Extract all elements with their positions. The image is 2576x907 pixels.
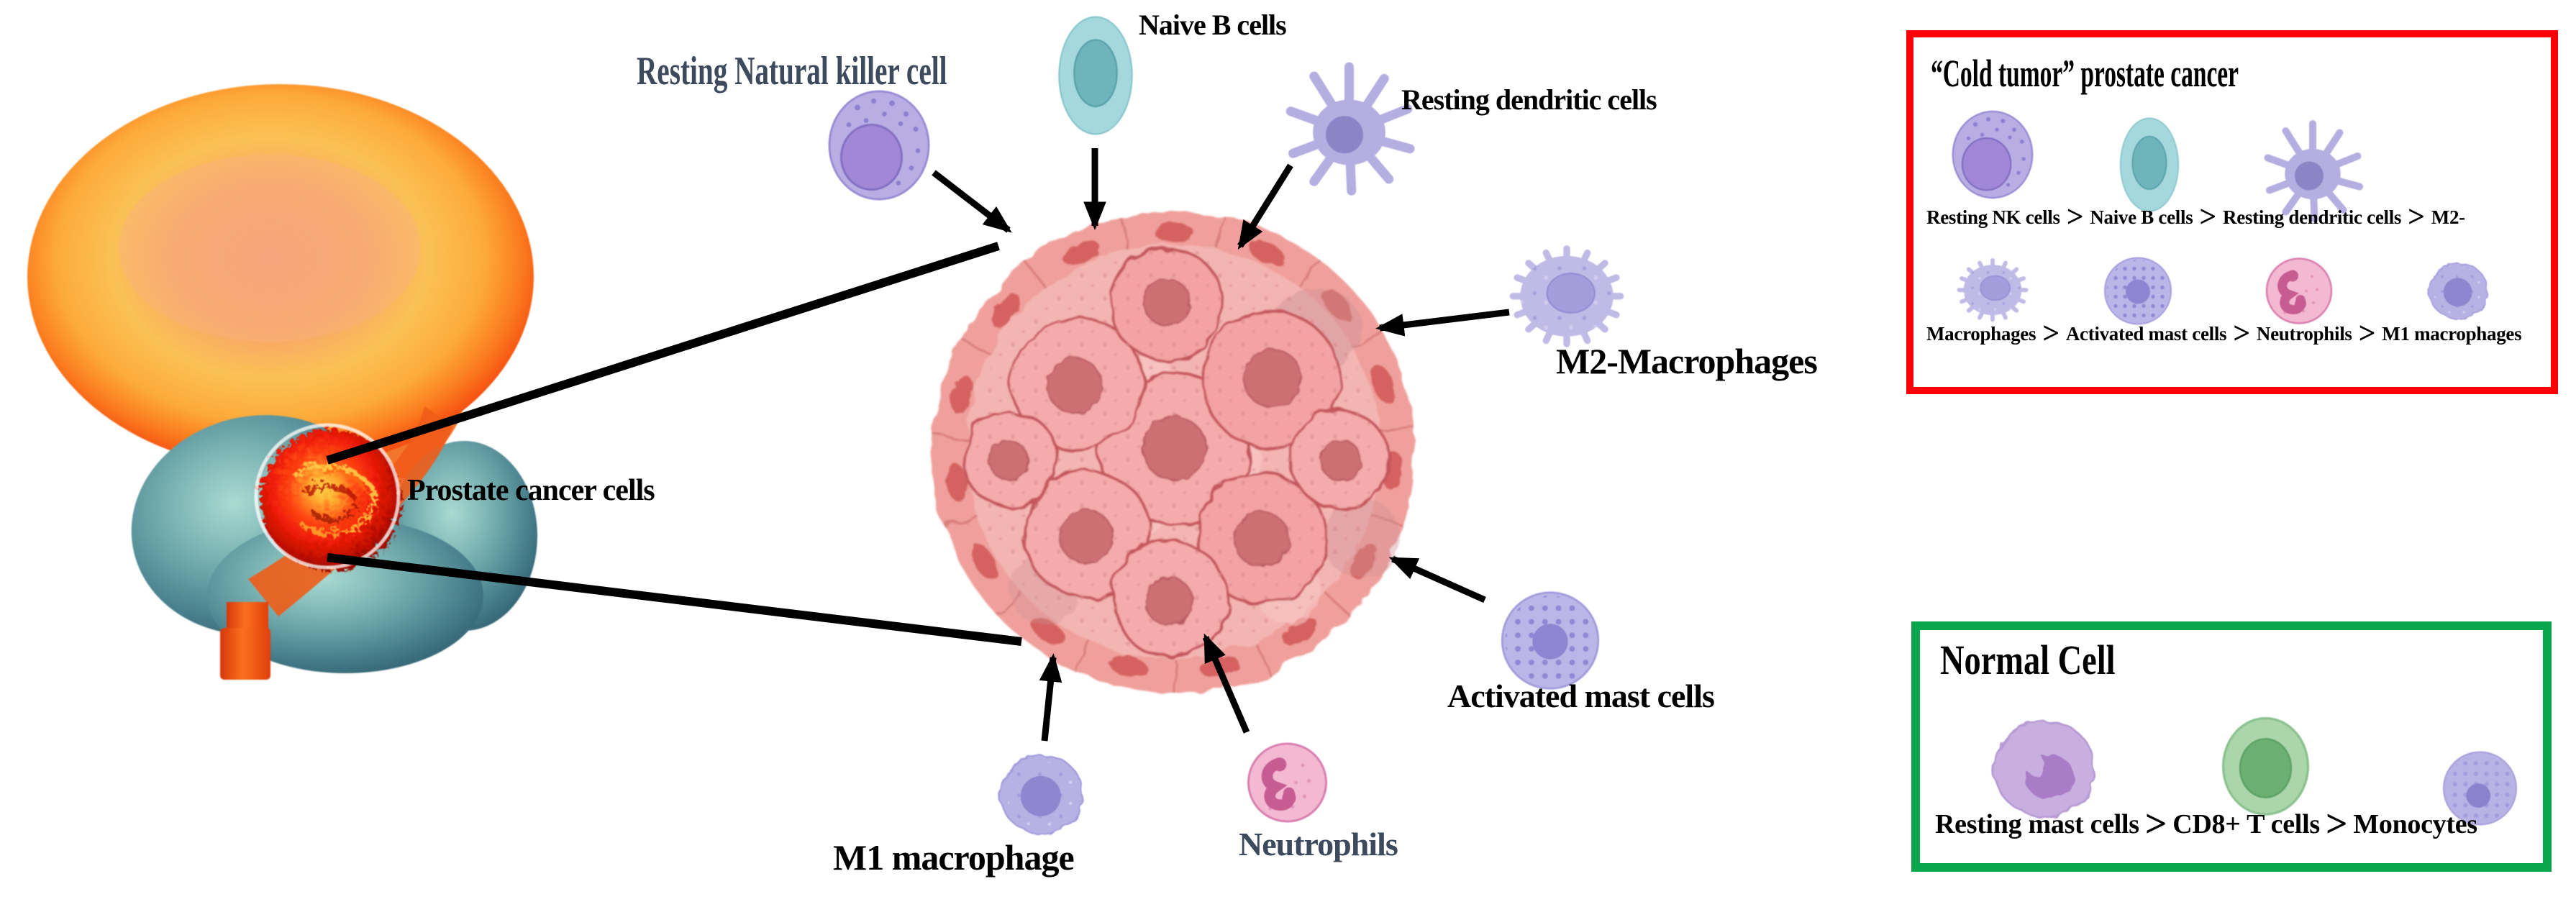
rank-item: Monocytes — [2353, 809, 2477, 839]
greater-than: > — [2325, 802, 2348, 846]
rank-item: Resting dendritic cells — [2223, 206, 2402, 229]
m2-macrophage-icon — [1502, 237, 1631, 358]
nk-cell-icon — [825, 88, 933, 203]
mast-arrow — [1388, 555, 1486, 603]
greater-than: > — [2358, 317, 2376, 350]
normal-cell-box-title: Normal Cell — [1940, 637, 2116, 683]
naive-b-label: Naive B cells — [1139, 9, 1287, 41]
rank-item: Resting mast cells — [1935, 809, 2139, 839]
normal-ranking-row: Resting mast cells > CD8+ T cells > Mono… — [1935, 802, 2477, 846]
m2-arrow — [1375, 309, 1510, 337]
neutrophils-label: Neutrophils — [1239, 826, 1398, 862]
rank-item: M2- — [2431, 206, 2465, 229]
nk-cell-icon — [1949, 101, 2036, 209]
neutrophil-cell-icon — [2263, 253, 2335, 329]
m1-arrow — [1039, 653, 1062, 742]
naive-b-cell-icon — [2118, 115, 2181, 214]
m1-macrophage-icon — [2424, 255, 2493, 327]
activated-mast-cell-icon — [2102, 253, 2174, 329]
cold-ranking-row-2: Macrophages > Activated mast cells > Neu… — [1926, 317, 2522, 350]
cold-ranking-row-1: Resting NK cells > Naive B cells > Resti… — [1926, 201, 2465, 234]
greater-than: > — [2042, 317, 2060, 350]
greater-than: > — [2233, 317, 2250, 350]
rank-item: Macrophages — [1926, 323, 2036, 345]
cd8-t-cell-icon — [2217, 716, 2314, 817]
nk-arrow — [932, 170, 1012, 233]
dendritic-cell-icon — [1279, 58, 1419, 198]
neutrophil-cell-icon — [1239, 739, 1336, 826]
normal-cell-box: Normal Cell Resting mast cells > CD8+ T … — [1911, 621, 2552, 872]
cold-tumor-box-title: “Cold tumor” prostate cancer — [1931, 52, 2239, 95]
dendritic-arrow — [1237, 163, 1293, 250]
activated-mast-label: Activated mast cells — [1447, 678, 1715, 714]
greater-than: > — [2408, 201, 2425, 234]
greater-than: > — [2199, 201, 2217, 234]
dendritic-label: Resting dendritic cells — [1401, 83, 1657, 116]
neutrophil-arrow — [1202, 633, 1250, 734]
m2-label: M2-Macrophages — [1556, 341, 1818, 381]
cell-arrows — [932, 148, 1510, 742]
m1-macrophage-icon — [984, 748, 1099, 842]
prostate-anatomy-illustration — [27, 84, 537, 680]
tumor-cell-mass-illustration — [933, 211, 1415, 693]
cold-tumor-box: “Cold tumor” prostate cancer Resting NK … — [1906, 30, 2558, 394]
rank-item: Neutrophils — [2256, 323, 2352, 345]
prostate-cancer-label: Prostate cancer cells — [407, 474, 655, 507]
m2-macrophage-icon — [1942, 253, 2043, 329]
rank-item: Naive B cells — [2090, 206, 2193, 229]
greater-than: > — [2144, 802, 2167, 846]
rank-item: Resting NK cells — [1926, 206, 2060, 229]
greater-than: > — [2066, 201, 2084, 234]
resting-nk-label: Resting Natural killer cell — [637, 49, 947, 94]
callout-lines — [326, 242, 1022, 646]
rank-item: CD8+ T cells — [2172, 809, 2320, 839]
m1-label: M1 macrophage — [833, 837, 1075, 878]
rank-item: Activated mast cells — [2065, 323, 2227, 345]
rank-item: M1 macrophages — [2382, 323, 2522, 345]
